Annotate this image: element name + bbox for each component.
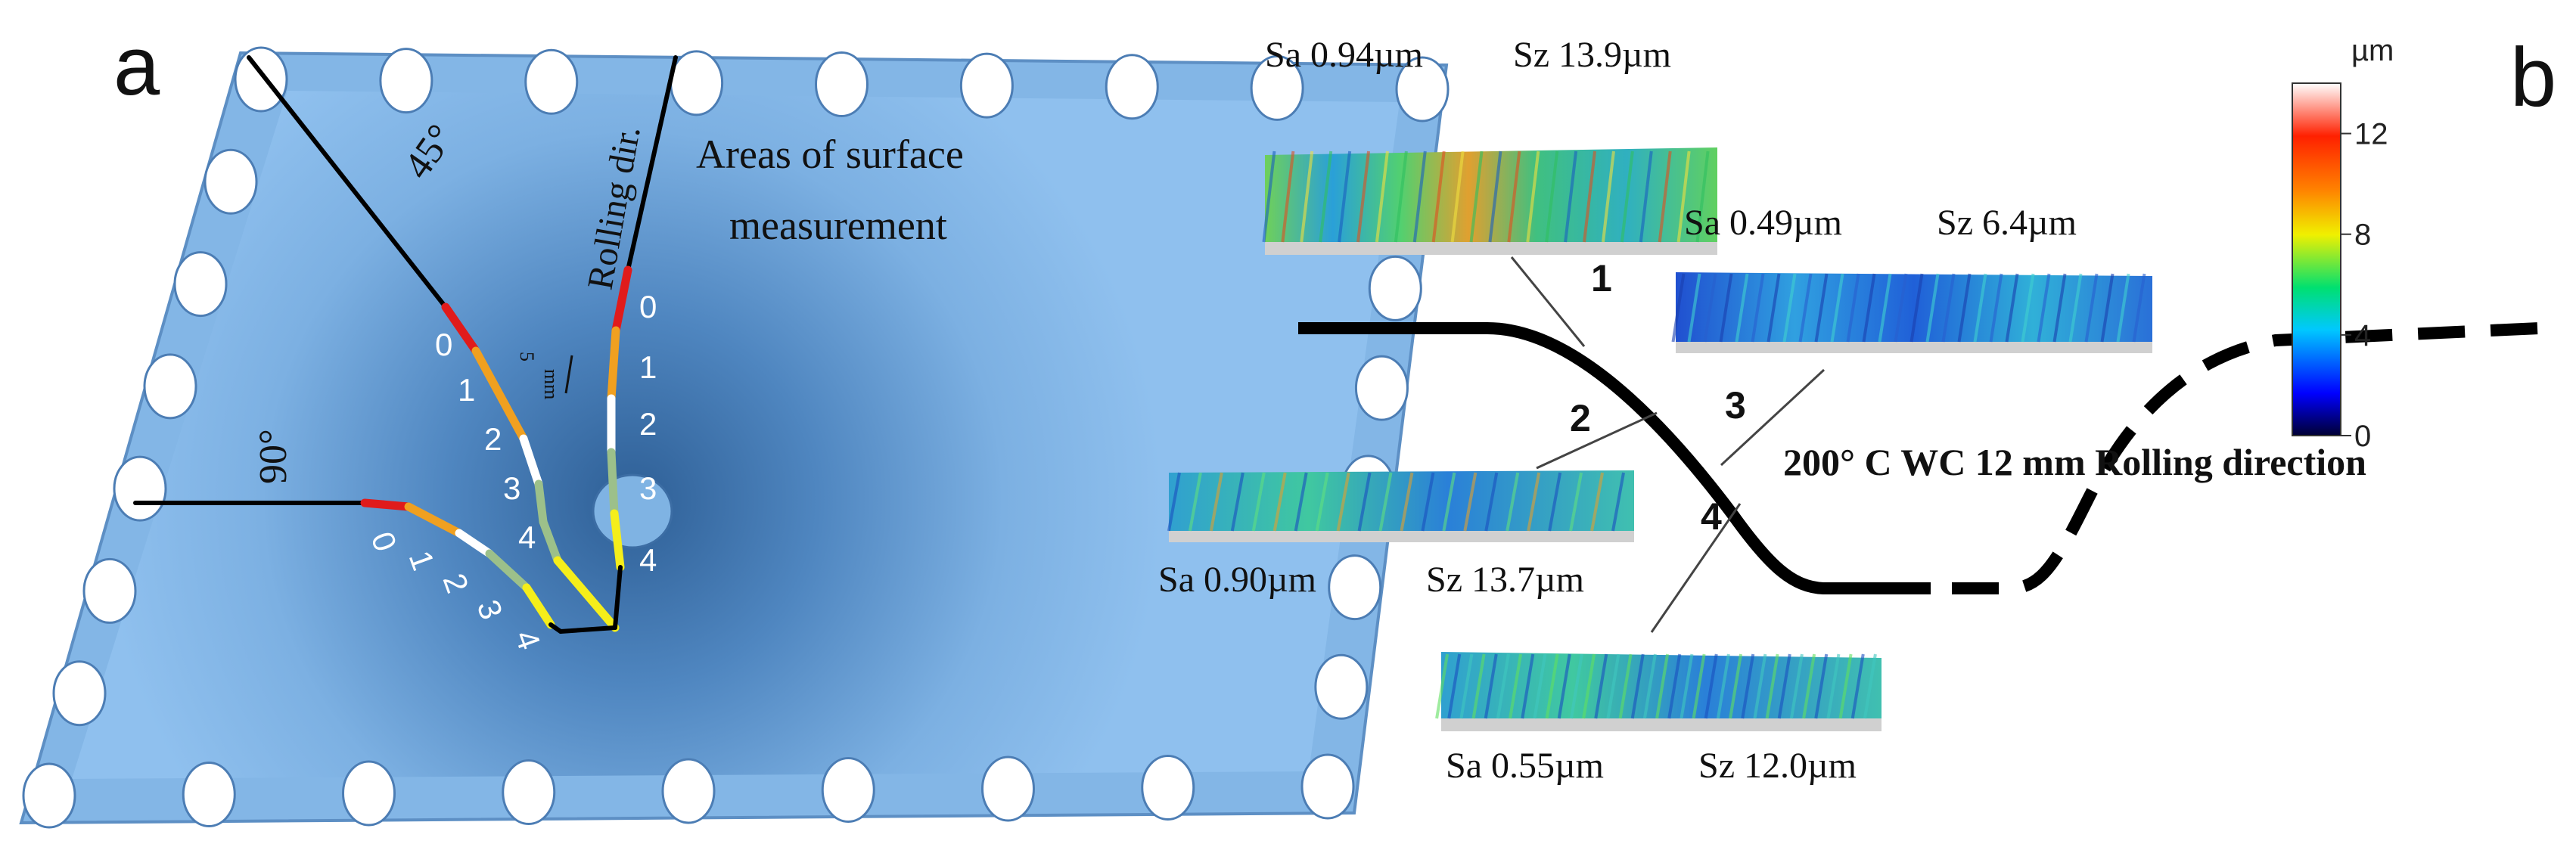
- hole: [182, 762, 236, 827]
- sz-label-2: Sz 13.7µm: [1426, 560, 1584, 600]
- segment-number: 3: [503, 470, 520, 506]
- segment-number: 4: [639, 542, 657, 578]
- line-90deg: [133, 498, 617, 634]
- segment-number: 2: [484, 421, 502, 457]
- plate-dish: [72, 91, 1400, 779]
- colorbar-unit: µm: [2351, 34, 2394, 67]
- hole: [670, 50, 724, 116]
- segment-number: 1: [639, 349, 657, 385]
- colorbar-tick-label: 0: [2354, 420, 2371, 453]
- hole: [1250, 54, 1304, 121]
- scale-value: 5: [516, 352, 538, 361]
- hole: [1395, 56, 1450, 123]
- sz-label-4: Sz 12.0µm: [1698, 746, 1857, 786]
- areas-label-line2: measurement: [729, 203, 947, 248]
- surface-scan-2: [1167, 470, 1634, 542]
- sz-label-1: Sz 13.9µm: [1513, 35, 1671, 75]
- hole: [342, 760, 396, 827]
- hole: [113, 455, 167, 522]
- hole: [524, 48, 579, 115]
- hole: [981, 755, 1035, 822]
- segment-number: 0: [435, 327, 452, 362]
- scale-unit: mm: [540, 369, 562, 399]
- leader-line-2: [1536, 411, 1658, 470]
- measurement-lines: [133, 55, 678, 634]
- line-45deg: [247, 55, 620, 632]
- segment-number: 4: [518, 520, 536, 555]
- sa-label-3: Sa 0.49µm: [1684, 203, 1842, 243]
- center-hole: [592, 473, 673, 549]
- leader-line-3: [1720, 368, 1826, 467]
- segment-number: 2: [639, 406, 657, 442]
- hole: [1105, 54, 1159, 120]
- panel-a-label: a: [113, 20, 160, 113]
- hole: [204, 148, 258, 215]
- areas-label-line1: Areas of surface: [696, 132, 964, 177]
- panel-b-label: b: [2510, 31, 2556, 124]
- hole: [1368, 255, 1422, 321]
- leader-line-4: [1650, 503, 1742, 633]
- point-4-label: 4: [1701, 495, 1722, 538]
- segment-number: 3: [639, 470, 657, 506]
- segment-number: 1: [458, 372, 475, 408]
- die-profile-dashed: [1952, 322, 2540, 594]
- angle-90-label: 90°: [252, 429, 295, 484]
- colorbar-tick-label: 12: [2354, 118, 2388, 151]
- colorbar-tick-label: 4: [2354, 319, 2371, 352]
- hole: [173, 251, 228, 318]
- hole: [143, 353, 197, 420]
- colorbar-tick-label: 8: [2354, 219, 2371, 252]
- colorbar-gradient: [2292, 82, 2341, 436]
- hole: [234, 46, 288, 113]
- point-2-label: 2: [1570, 397, 1591, 439]
- colorbar: µm 0 4 8 12: [2292, 34, 2394, 453]
- hole: [22, 762, 76, 829]
- hole: [379, 48, 433, 114]
- hole: [959, 52, 1014, 119]
- surface-scan-1: [1262, 147, 1717, 255]
- hole: [1300, 753, 1355, 820]
- line-rolling: [607, 55, 678, 630]
- hole: [815, 51, 869, 117]
- segment-number: 0: [639, 289, 657, 324]
- panel-b: b 1: [1158, 31, 2556, 786]
- sa-label-2: Sa 0.90µm: [1158, 560, 1316, 600]
- surface-scan-3: [1671, 272, 2152, 353]
- hole: [1141, 755, 1195, 821]
- sa-label-1: Sa 0.94µm: [1265, 35, 1423, 75]
- hole: [1328, 554, 1382, 621]
- surface-scan-4: [1435, 652, 1882, 731]
- hole: [82, 557, 137, 624]
- die-profile-solid: [1298, 322, 1931, 594]
- scale-indicator: 5 mm: [516, 352, 573, 399]
- hole: [52, 660, 107, 727]
- hole: [661, 758, 716, 824]
- leader-line-1: [1510, 256, 1586, 347]
- plate-holes: [22, 46, 1450, 829]
- condition-label: 200° C WC 12 mm Rolling direction: [1783, 441, 2366, 483]
- panel-a: a 45° 90° Rolling dir. Areas of surface …: [19, 20, 1450, 829]
- hole: [821, 757, 875, 823]
- scale-arrow-icon: [564, 355, 573, 394]
- point-1-label: 1: [1591, 257, 1612, 299]
- sa-label-4: Sa 0.55µm: [1446, 746, 1604, 786]
- hole: [1314, 653, 1369, 720]
- hole: [502, 759, 556, 825]
- sz-label-3: Sz 6.4µm: [1937, 203, 2077, 243]
- point-3-label: 3: [1725, 384, 1746, 427]
- hole: [1354, 355, 1409, 421]
- leader-lines: [1510, 256, 1826, 633]
